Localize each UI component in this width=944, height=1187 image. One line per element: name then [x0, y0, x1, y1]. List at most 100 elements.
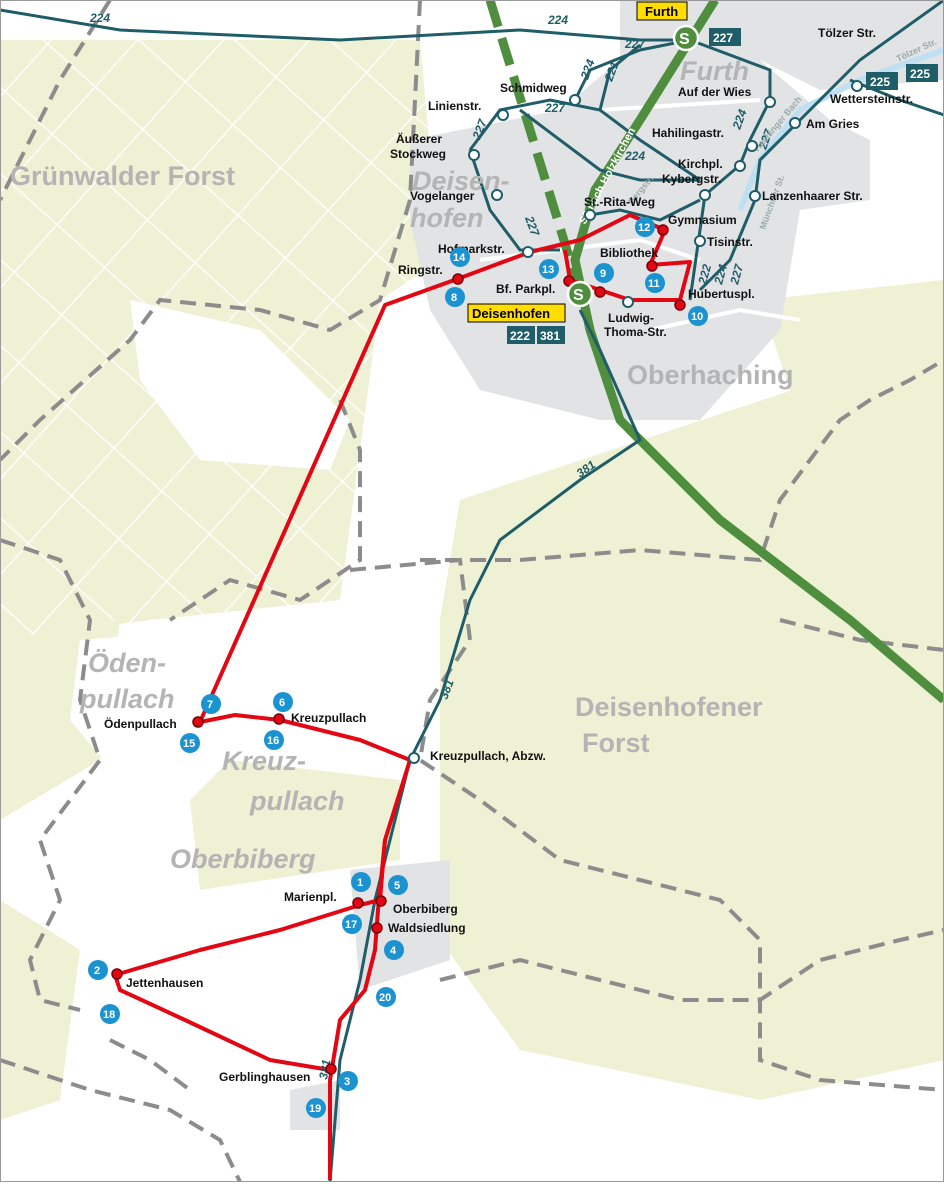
marker-4: 4	[384, 940, 404, 960]
svg-text:5: 5	[394, 880, 400, 892]
stop-hofmarkstr: Hofmarkstr.	[438, 242, 505, 256]
stop-jettenhausen: Jettenhausen	[126, 976, 203, 990]
stop-marienpl: Marienpl.	[284, 890, 337, 904]
marker-14: 14	[450, 247, 470, 267]
svg-text:1: 1	[357, 877, 363, 889]
bus-line-st-rita	[589, 198, 701, 222]
stop-toelzer-str: Tölzer Str.	[818, 26, 876, 40]
sequence-markers: 1 2 3 4 5 6 7 8 9 10 11 12 13 14 15 16 1…	[88, 217, 708, 1118]
stop-linienstr: Linienstr.	[428, 99, 481, 113]
stop-kirchpl: Kirchpl.	[678, 157, 723, 171]
hachinger-bach	[737, 47, 944, 212]
svg-text:15: 15	[183, 738, 195, 750]
svg-text:224: 224	[624, 149, 645, 163]
area-labels: Grünwalder Forst Deisen- hofen Furth Obe…	[10, 56, 794, 874]
area-deisenhofener-forst-line1: Deisenhofener	[575, 692, 763, 722]
stop-lanzenhaarer-str: Lanzenhaarer Str.	[762, 189, 863, 203]
marker-12: 12	[635, 217, 655, 237]
svg-text:3: 3	[344, 1076, 350, 1088]
area-deisenhofener-forst-line2: Forst	[582, 728, 650, 758]
svg-text:20: 20	[379, 992, 391, 1004]
svg-text:8: 8	[451, 292, 457, 304]
svg-text:12: 12	[638, 222, 650, 234]
sbahn-line-dashed	[485, 0, 585, 292]
svg-text:7: 7	[207, 699, 213, 711]
stop-kreuzpullach-abzw: Kreuzpullach, Abzw.	[430, 749, 546, 763]
svg-text:224: 224	[729, 107, 749, 132]
stop-gymnasium: Gymnasium	[668, 213, 737, 227]
stop-thoma-str: Thoma-Str.	[604, 325, 667, 339]
svg-text:13: 13	[542, 264, 554, 276]
hub-deisenhofen: S Deisenhofen 222 381	[467, 280, 594, 344]
svg-text:19: 19	[309, 1103, 321, 1115]
svg-text:4: 4	[390, 945, 397, 957]
marker-7: 7	[201, 694, 221, 714]
stop-labels: Tölzer Str. Wettersteinstr. Auf der Wies…	[104, 26, 913, 1084]
area-oedenpullach-line2: pullach	[79, 684, 175, 714]
stop-bf-parkpl: Bf. Parkpl.	[496, 282, 555, 296]
bus-line-schmidweg	[573, 38, 691, 101]
stop-vogelanger: Vogelanger	[410, 189, 475, 203]
east-forest-area	[760, 280, 944, 420]
sbahn-icon-furth: S	[679, 31, 690, 48]
sbahn-icon-deisenhofen: S	[573, 287, 584, 304]
svg-text:222: 222	[695, 262, 714, 286]
hub-deisenhofen-name: Deisenhofen	[472, 306, 550, 321]
stop-kreuzpullach: Kreuzpullach	[291, 711, 366, 725]
marker-19: 19	[306, 1098, 326, 1118]
stop-st-rita-weg: St.-Rita-Weg	[584, 195, 655, 209]
area-gruenwalder-forst: Grünwalder Forst	[10, 161, 235, 191]
svg-text:221: 221	[601, 59, 621, 84]
svg-text:18: 18	[103, 1009, 115, 1021]
svg-text:224: 224	[711, 262, 730, 286]
svg-text:14: 14	[453, 252, 466, 264]
hub-furth-name: Furth	[645, 4, 678, 19]
stop-aeusserer: Äußerer	[396, 131, 442, 146]
bus-line-381	[328, 309, 642, 1183]
marker-18: 18	[100, 1004, 120, 1024]
svg-text:2: 2	[94, 965, 100, 977]
area-kreuzpullach-line2: pullach	[249, 786, 345, 816]
area-deisenhofen-line2: hofen	[410, 203, 484, 233]
svg-text:227: 227	[727, 262, 746, 287]
marker-11: 11	[645, 273, 665, 293]
area-furth: Furth	[680, 56, 749, 86]
bus-stops	[408, 80, 863, 764]
stop-hahilingastr: Hahilingastr.	[652, 126, 724, 140]
svg-text:11: 11	[648, 278, 660, 290]
svg-text:381: 381	[437, 677, 457, 701]
stop-am-gries: Am Gries	[806, 117, 860, 131]
svg-text:225: 225	[870, 75, 890, 89]
stop-oedenpullach: Ödenpullach	[104, 716, 177, 731]
stop-hubertuspl: Hubertuspl.	[688, 287, 755, 301]
stop-waldsiedlung: Waldsiedlung	[388, 921, 466, 935]
svg-text:227: 227	[624, 37, 646, 51]
svg-text:17: 17	[345, 919, 357, 931]
svg-text:6: 6	[279, 697, 285, 709]
deisenhofener-forst-area	[440, 340, 944, 1100]
svg-text:10: 10	[691, 311, 703, 323]
south-forest	[0, 900, 80, 1120]
route-numbers: 224 224 227 224 221 227 224 227 227 224 …	[89, 11, 776, 1081]
svg-text:224: 224	[89, 11, 110, 25]
clearings	[70, 300, 390, 1040]
stop-kybergstr: Kybergstr.	[662, 172, 721, 186]
svg-text:225: 225	[910, 67, 930, 81]
svg-text:9: 9	[600, 268, 606, 280]
svg-text:222: 222	[510, 329, 530, 343]
stop-schmidweg: Schmidweg	[500, 81, 567, 95]
marker-13: 13	[539, 259, 559, 279]
svg-text:227: 227	[713, 31, 733, 45]
marker-5: 5	[388, 875, 408, 895]
bus-line-221	[598, 43, 641, 111]
marker-3: 3	[338, 1071, 358, 1091]
svg-text:381: 381	[540, 329, 560, 343]
area-kreuzpullach-line1: Kreuz-	[222, 746, 306, 776]
marker-1: 1	[351, 872, 371, 892]
marker-17: 17	[342, 914, 362, 934]
stop-ludwig: Ludwig-	[608, 311, 654, 325]
bus-line-224	[0, 8, 772, 100]
marker-9: 9	[594, 263, 614, 283]
stop-gerblinghausen: Gerblinghausen	[219, 1070, 310, 1084]
